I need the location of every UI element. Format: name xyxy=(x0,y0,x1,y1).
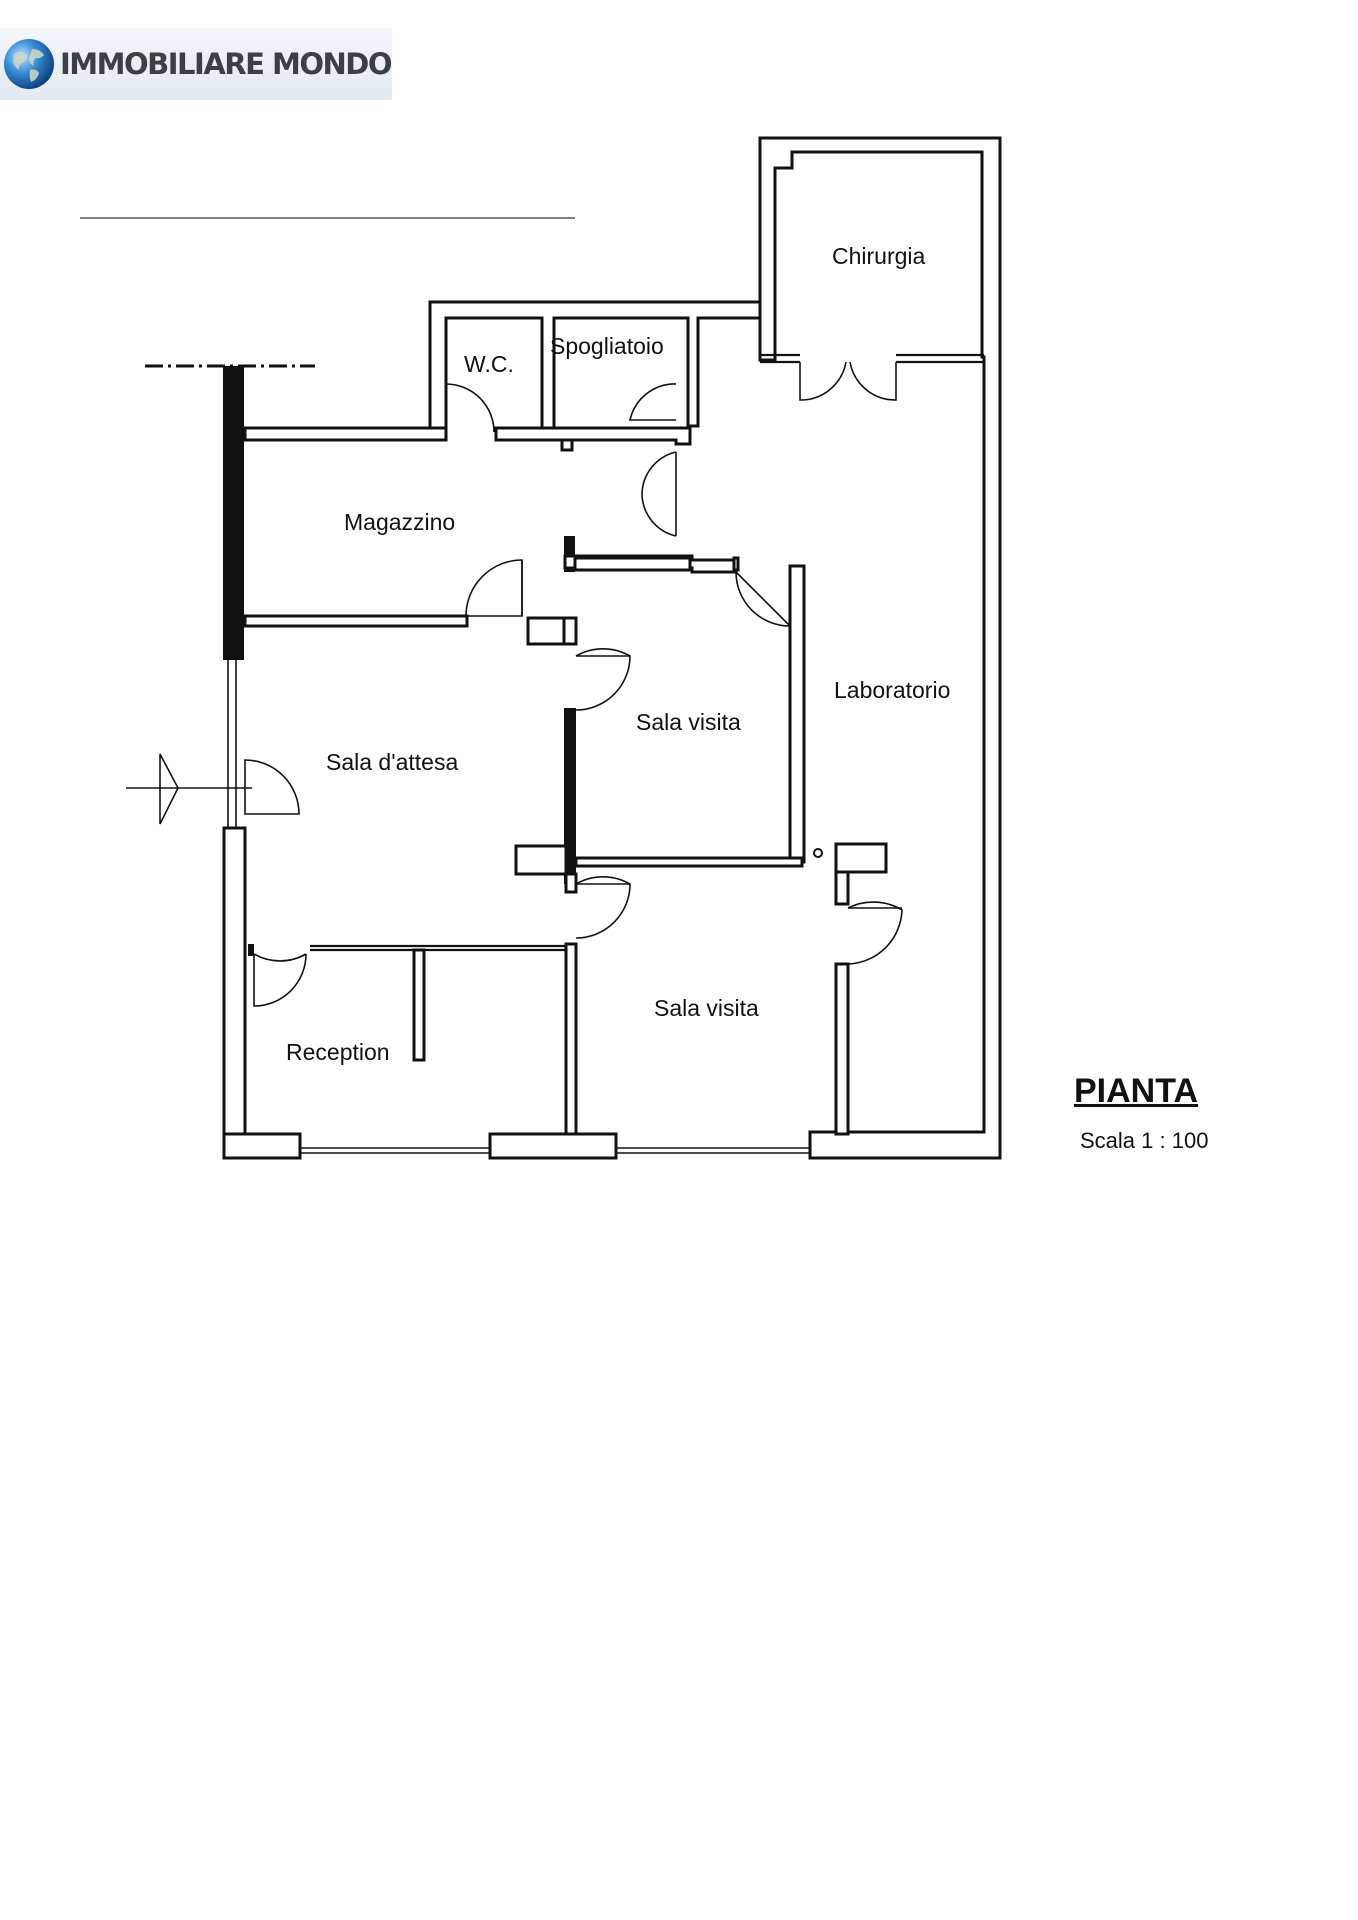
bottom-wall-middle xyxy=(488,1132,618,1160)
door-lab-upper-leaf xyxy=(735,571,791,627)
sala-visita-top-wall xyxy=(573,556,692,572)
mid-right-pier xyxy=(834,842,888,874)
outer-walls xyxy=(222,136,1002,1160)
lab-lower-wall xyxy=(834,962,850,1136)
doors xyxy=(244,361,903,1007)
central-stub xyxy=(526,616,566,646)
left-wall-upper xyxy=(223,366,244,660)
column-marker xyxy=(813,848,823,858)
reception-left-stub xyxy=(248,944,254,956)
plan-title: PIANTA xyxy=(1074,1072,1199,1110)
door-entrance xyxy=(244,759,300,815)
globe-icon xyxy=(4,39,54,89)
left-wall-lower xyxy=(222,826,247,1160)
interior-walls xyxy=(243,536,888,1136)
wc-small-pier xyxy=(560,438,574,452)
bottom-wall-left xyxy=(222,1132,302,1160)
entrance-arrow xyxy=(126,753,252,825)
door-sala-visita-upper xyxy=(575,647,631,711)
reception-partition xyxy=(412,948,426,1062)
room-label-sala-attesa: Sala d'attesa xyxy=(326,749,458,775)
door-wc xyxy=(445,383,495,433)
room-label-magazzino: Magazzino xyxy=(344,509,455,535)
spogliatoio-bottom-wall xyxy=(494,426,692,446)
door-magazzino xyxy=(465,559,523,617)
lab-left-wall xyxy=(788,564,806,864)
mid-pier-small xyxy=(834,870,850,906)
door-lab-upper xyxy=(735,571,791,627)
lower-central-wall xyxy=(564,942,578,1136)
entrance-arrow-head xyxy=(159,753,179,825)
room-label-laboratorio: Laboratorio xyxy=(834,677,950,703)
plan-scale: Scala 1 : 100 xyxy=(1080,1128,1209,1153)
magazzino-bottom-wall xyxy=(243,614,469,628)
mid-left-pier xyxy=(514,844,568,876)
door-spogliatoio xyxy=(629,383,677,421)
room-labels: Chirurgia W.C. Spogliatoio Magazzino Lab… xyxy=(286,243,950,1065)
upper-room-walls xyxy=(243,300,984,452)
sala-visita-top-right-wall xyxy=(732,556,740,572)
room-label-sala-visita-lower: Sala visita xyxy=(654,995,759,1021)
central-stub-lower xyxy=(562,616,578,646)
central-wall-top-segment xyxy=(564,536,575,572)
sala-visita-mid-wall xyxy=(574,856,804,868)
room-label-chirurgia: Chirurgia xyxy=(832,243,926,269)
door-magazzino-lab xyxy=(641,451,677,537)
floor-plan: Chirurgia W.C. Spogliatoio Magazzino Lab… xyxy=(80,136,1002,1160)
company-logo: IMMOBILIARE MONDO xyxy=(0,28,393,100)
room-label-sala-visita-upper: Sala visita xyxy=(636,709,741,735)
room-label-wc: W.C. xyxy=(464,351,514,377)
central-wall-left-upper xyxy=(564,708,576,884)
room-label-spogliatoio: Spogliatoio xyxy=(550,333,664,359)
wc-bottom-wall xyxy=(243,426,448,442)
right-outer-wall xyxy=(758,136,1002,1160)
door-chirurgia-right xyxy=(849,361,897,401)
door-chirurgia-left xyxy=(799,361,847,401)
door-lab-lower xyxy=(847,901,903,965)
door-reception xyxy=(253,953,307,1007)
door-sala-visita-lower xyxy=(575,875,631,939)
room-label-reception: Reception xyxy=(286,1039,390,1065)
central-wall-lower xyxy=(564,872,578,894)
logo-text: IMMOBILIARE MONDO xyxy=(60,47,393,81)
upper-room-outline xyxy=(428,300,762,438)
